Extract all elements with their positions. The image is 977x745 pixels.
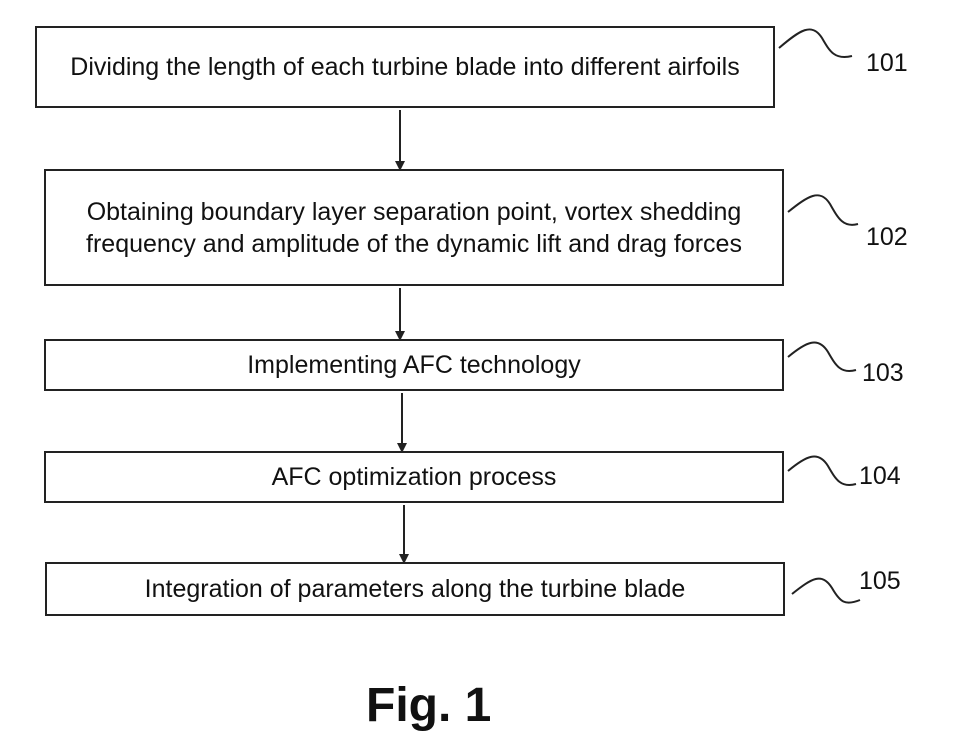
step-text-103: Implementing AFC technology: [237, 349, 591, 381]
reference-numeral-104: 104: [859, 461, 901, 491]
leader-line-102: [788, 195, 858, 225]
leader-line-104: [788, 457, 856, 486]
step-box-105: Integration of parameters along the turb…: [45, 562, 785, 616]
step-text-102: Obtaining boundary layer separation poin…: [46, 196, 782, 260]
step-text-104: AFC optimization process: [262, 461, 567, 493]
reference-numeral-101: 101: [866, 48, 908, 78]
step-box-102: Obtaining boundary layer separation poin…: [44, 169, 784, 286]
step-box-101: Dividing the length of each turbine blad…: [35, 26, 775, 108]
reference-numeral-103: 103: [862, 358, 904, 388]
step-text-105: Integration of parameters along the turb…: [135, 573, 696, 605]
reference-numeral-102: 102: [866, 222, 908, 252]
leader-line-101: [779, 29, 852, 57]
leader-line-103: [788, 343, 856, 372]
figure-caption: Fig. 1: [366, 678, 491, 734]
leader-line-105: [792, 579, 860, 603]
step-box-104: AFC optimization process: [44, 451, 784, 503]
step-box-103: Implementing AFC technology: [44, 339, 784, 391]
step-text-101: Dividing the length of each turbine blad…: [60, 51, 749, 83]
reference-numeral-105: 105: [859, 566, 901, 596]
